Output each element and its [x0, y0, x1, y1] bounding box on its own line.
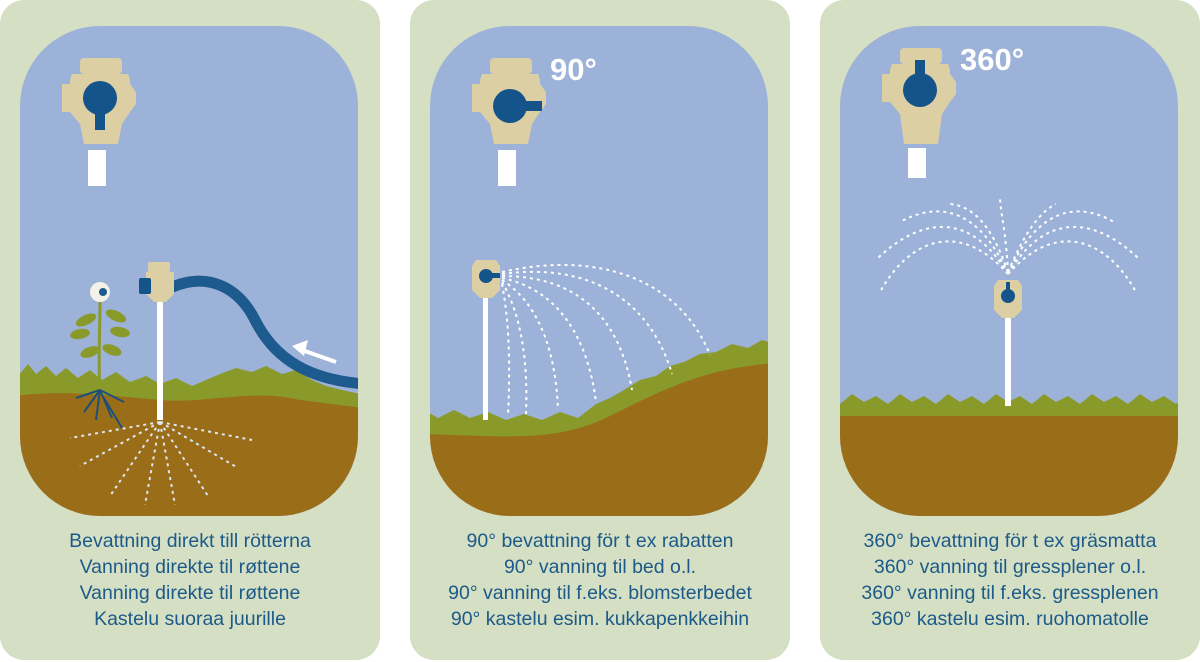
sprinkler-stake: [1005, 316, 1011, 406]
spray-360: [877, 195, 1139, 293]
sprinkler-stake: [483, 292, 488, 420]
caption-line: 90° vanning til bed o.l.: [503, 556, 697, 578]
caption-line: 90° vanning til f.eks. blomsterbedet: [448, 582, 752, 604]
panel-360-degree: 360° 360° bevattning för t ex gräsmatta …: [820, 0, 1200, 660]
grass: [430, 340, 768, 437]
caption-line: Kastelu suoraa juurille: [94, 608, 286, 630]
caption-block-root: Bevattning direkt till rötterna Vanning …: [0, 528, 380, 632]
soil: [430, 356, 768, 516]
valve-90-icon: [472, 58, 546, 186]
hose: [164, 275, 358, 390]
caption-line: 360° bevattning för t ex gräsmatta: [863, 530, 1157, 552]
three-sixty-degree-illustration: [840, 26, 1178, 516]
caption-block-90: 90° bevattning för t ex rabatten 90° van…: [410, 528, 790, 632]
flow-arrow-icon: [292, 340, 337, 364]
small-valve-icon: [139, 262, 174, 302]
angle-label: 360°: [960, 42, 1025, 77]
valve-360-icon: [882, 48, 956, 178]
spray-90: [501, 264, 711, 417]
small-valve-icon: [472, 260, 500, 298]
caption-block-360: 360° bevattning för t ex gräsmatta 360° …: [820, 528, 1200, 632]
plant: [70, 282, 130, 429]
small-valve-icon: [994, 280, 1022, 318]
caption-line: 360° vanning til f.eks. gressplenen: [861, 582, 1159, 604]
angle-label: 90°: [550, 52, 597, 87]
caption-line: Bevattning direkt till rötterna: [69, 530, 311, 552]
caption-line: 90° kastelu esim. kukkapenkkeihin: [450, 608, 750, 630]
panel-root-watering: Bevattning direkt till rötterna Vanning …: [0, 0, 380, 660]
valve-closed-icon: [62, 58, 136, 186]
caption-line: Vanning direkte til røttene: [79, 556, 301, 578]
panel-90-degree: 90° 90° bevattning för t ex rabatten 90°…: [410, 0, 790, 660]
soil: [20, 385, 358, 516]
caption-line: 90° bevattning för t ex rabatten: [466, 530, 734, 552]
ninety-degree-illustration: [430, 26, 768, 516]
caption-line: 360° kastelu esim. ruohomatolle: [871, 608, 1149, 630]
caption-line: Vanning direkte til røttene: [79, 582, 301, 604]
soil: [840, 412, 1178, 516]
root-watering-illustration: [20, 26, 358, 516]
root-stake: [157, 286, 163, 420]
caption-line: 360° vanning til gressplener o.l.: [873, 556, 1147, 578]
underground-spray: [69, 421, 253, 506]
grass: [20, 364, 358, 410]
